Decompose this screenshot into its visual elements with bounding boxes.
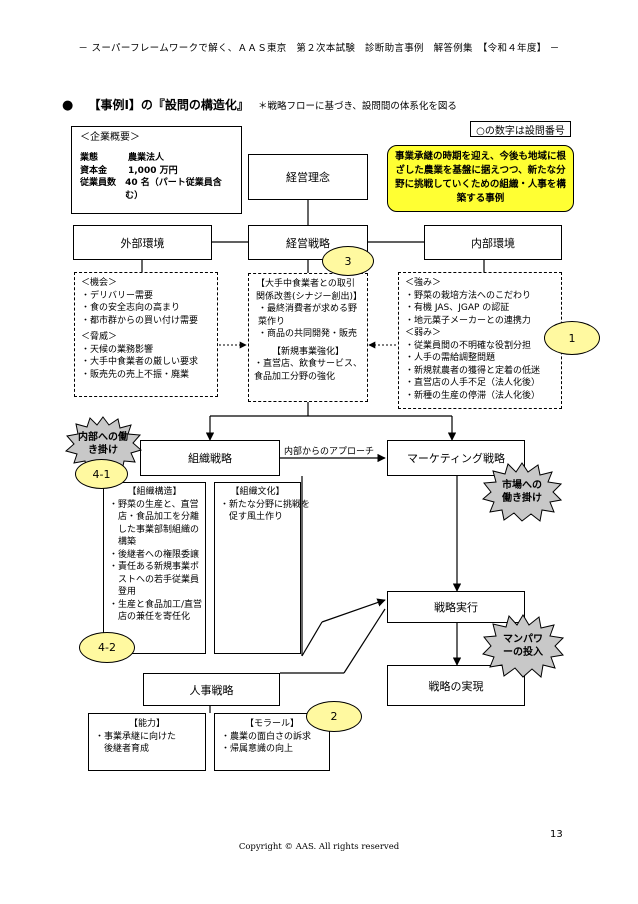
- list-item: 構築: [109, 537, 137, 547]
- list-item: ・直営店の人手不足（法人化後）: [405, 378, 541, 388]
- burst-internal-push: 内部への働き掛け: [64, 416, 142, 472]
- burst-manpower: マンパワーの投入: [482, 614, 564, 678]
- list-item: ・最終消費者が求める野菜作り: [258, 304, 358, 327]
- list-item: した事業部制組織の: [109, 524, 200, 535]
- list-item: ・帰属意識の向上: [221, 744, 294, 754]
- org-culture-heading: 【組織文化】: [230, 487, 285, 497]
- list-item: ・生産と食品加工/直営: [109, 599, 203, 610]
- opportunities-heading: ＜機会＞: [81, 278, 118, 288]
- highlight-text: 事業承継の時期を迎え、今後も地域に根ざした農業を基盤に据えつつ、新たな分野に挑戦…: [394, 151, 566, 204]
- page-number: 13: [550, 829, 563, 840]
- list-item: 登用: [109, 587, 137, 597]
- morale-heading: 【モラール】: [244, 719, 299, 729]
- list-item: ・商品の共同開発・販売: [258, 329, 358, 339]
- list-item: ・新種の生産の停滞（法人化後）: [405, 390, 541, 401]
- legend-note: ○の数字は設問番号: [470, 121, 571, 137]
- question-3-badge: 3: [322, 246, 374, 276]
- list-item: ・天候の業務影響: [81, 344, 154, 355]
- org-structure-box: 【組織構造】 ・野菜の生産と、直営 店・食品加工を分離 した事業部制組織の 構築…: [103, 482, 206, 654]
- list-item: ・農業の面白さの訴求: [221, 731, 312, 742]
- node-org-strategy: 組織戦略: [140, 440, 280, 476]
- list-item: ・食の安全志向の高まり: [81, 303, 181, 313]
- strategy-heading-2: 【新規事業強化】: [271, 346, 344, 357]
- list-item: ・野菜の栽培方法へのこだわり: [405, 290, 532, 301]
- copyright: Copyright © AAS. All rights reserved: [238, 842, 400, 852]
- node-realization: 戦略の実現: [387, 665, 525, 706]
- burst-market-push: 市場への働き掛け: [482, 462, 562, 522]
- list-item: ・野菜の生産と、直営: [109, 499, 199, 510]
- list-item: 後継者育成: [95, 744, 150, 754]
- question-1-badge: 1: [544, 321, 600, 355]
- node-hr-strategy: 人事戦略: [143, 673, 280, 706]
- threats-heading: ＜脅威＞: [81, 332, 118, 342]
- strategy-detail-box: 【大手中食業者との取引関係改善(シナジー創出)】 ・最終消費者が求める野菜作り …: [248, 273, 368, 402]
- list-item: ・デリバリー需要: [81, 290, 154, 301]
- question-4-2-badge: 4-2: [79, 632, 135, 663]
- title-main: 【事例Ⅰ】の『設問の構造化』: [88, 98, 249, 112]
- ability-box: 【能力】 ・事業承継に向けた 後継者育成: [88, 713, 206, 771]
- question-2-badge: 2: [306, 701, 362, 732]
- list-item: 店・食品加工を分離: [109, 512, 200, 522]
- list-item: 店の兼任を寄任化: [109, 612, 191, 622]
- opportunities-threats-box: ＜機会＞ ・デリバリー需要 ・食の安全志向の高まり ・都市群からの買い付け需要 …: [74, 272, 218, 397]
- list-item: ・販売先の売上不振・廃業: [81, 369, 190, 380]
- burst-manpower-label: マンパワーの投入: [503, 634, 543, 658]
- list-item: ・直営店、飲食サービス、食品加工分野の強化: [254, 359, 363, 382]
- node-marketing: マーケティング戦略: [387, 440, 525, 476]
- company-row: 業態農業法人: [80, 153, 165, 163]
- title-sub: ＊戦略フローに基づき、設問間の体系化を図る: [258, 101, 457, 112]
- list-item: ・人手の需給調整問題: [405, 353, 496, 363]
- list-item: ・有機 JAS、JGAP の認証: [405, 303, 510, 313]
- title-line: ● 【事例Ⅰ】の『設問の構造化』 ＊戦略フローに基づき、設問間の体系化を図る: [62, 94, 457, 113]
- node-execution: 戦略実行: [387, 591, 525, 623]
- list-item: ・責任ある新規事業ポ: [109, 562, 200, 572]
- strategy-heading-1: 【大手中食業者との取引関係改善(シナジー創出)】: [256, 279, 363, 302]
- node-internal: 内部環境: [424, 225, 562, 260]
- list-item: ・大手中食業者の厳しい要求: [81, 357, 199, 367]
- list-item: ・新規就農者の獲得と定着の低迷: [405, 365, 541, 376]
- list-item: ・従業員間の不明確な役割分担: [405, 340, 532, 351]
- list-item: ・都市群からの買い付け需要: [81, 315, 199, 326]
- ability-heading: 【能力】: [128, 719, 165, 729]
- strengths-weaknesses-box: ＜強み＞ ・野菜の栽培方法へのこだわり ・有機 JAS、JGAP の認証 ・地元…: [398, 272, 562, 409]
- list-item: ・事業承継に向けた: [95, 731, 177, 742]
- highlight-box: 事業承継の時期を迎え、今後も地域に根ざした農業を基盤に据えつつ、新たな分野に挑戦…: [387, 145, 574, 212]
- org-culture-box: 【組織文化】 ・新たな分野に挑戦を 促す風土作り: [214, 482, 311, 654]
- list-item: ・後継者への権限委譲: [109, 549, 200, 560]
- company-heading: ＜企業概要＞: [80, 132, 140, 143]
- list-item: 促す風土作り: [220, 512, 284, 522]
- strengths-heading: ＜強み＞: [405, 278, 442, 288]
- title-bullet: ●: [62, 98, 74, 113]
- approach-label: 内部からのアプローチ: [284, 447, 375, 457]
- org-structure-heading: 【組織構造】: [127, 487, 182, 497]
- burst-market-push-label: 市場への働き掛け: [502, 480, 542, 504]
- page-header: － スーパーフレームワークで解く、ＡＡＳ東京 第２次本試験 診断助言事例 解答例…: [78, 43, 560, 54]
- question-4-1-badge: 4-1: [75, 459, 128, 489]
- list-item: ・新たな分野に挑戦を: [220, 499, 311, 510]
- list-item: ストへの若手従業員: [109, 574, 200, 585]
- list-item: ・地元菓子メーカーとの連携力: [405, 315, 531, 326]
- node-philosophy: 経営理念: [248, 154, 368, 200]
- node-external: 外部環境: [73, 225, 212, 260]
- burst-internal-push-label: 内部への働き掛け: [78, 432, 128, 456]
- weaknesses-heading: ＜弱み＞: [405, 328, 442, 338]
